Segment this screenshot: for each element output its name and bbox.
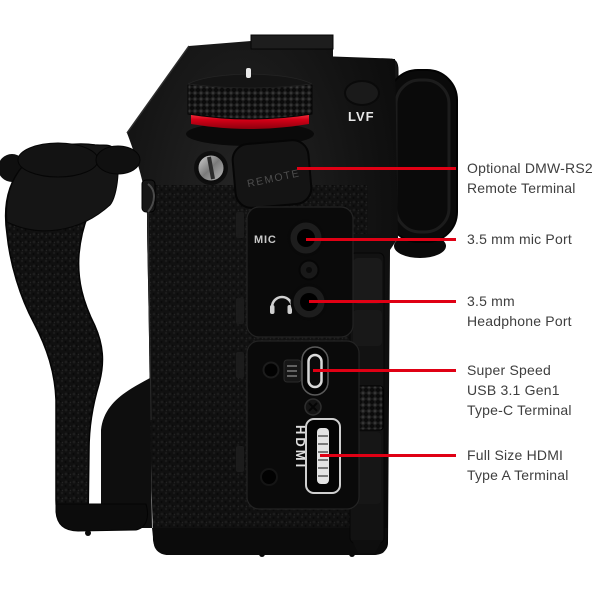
screen-mid-tab <box>353 310 382 346</box>
hinge-tab <box>236 446 244 472</box>
lvf-button-label: LVF <box>348 109 375 124</box>
callout-text-line: Type A Terminal <box>467 467 569 483</box>
hinge-tab <box>236 352 244 378</box>
hand-grip <box>0 142 156 536</box>
callout-text-line: USB 3.1 Gen1 <box>467 382 560 398</box>
callout-text-line: 3.5 mm mic Port <box>467 231 572 247</box>
callout-line-headphone <box>309 299 456 303</box>
dial-index-pin <box>246 68 251 78</box>
front-edge-highlight <box>147 209 152 421</box>
panel-screw-slot <box>308 402 318 412</box>
remote-flap-cover[interactable] <box>231 139 313 209</box>
callout-line-usb <box>313 368 456 372</box>
hdmi-pins <box>318 435 328 477</box>
callout-text-line: Full Size HDMI <box>467 447 564 463</box>
sync-socket-slot <box>207 156 215 180</box>
hinge-tab <box>236 298 244 324</box>
callout-text-line: Optional DMW-RS2 <box>467 160 593 176</box>
callout-line-hdmi <box>320 453 456 457</box>
bottom-plate <box>152 528 388 555</box>
callout-line-mic <box>306 237 456 241</box>
grip-top-bump <box>95 145 141 175</box>
port-door-hinges <box>236 212 244 472</box>
screen-upper-bump <box>353 258 382 304</box>
callout-text-line: Headphone Port <box>467 313 572 329</box>
screen-bottom-taper <box>352 540 382 553</box>
remote-terminal-flap[interactable]: REMOTE <box>231 139 313 209</box>
callout-line-remote <box>297 166 456 170</box>
callout-label-remote: Optional DMW-RS2 Remote Terminal <box>467 158 593 198</box>
callout-label-usb: Super Speed USB 3.1 Gen1 Type-C Terminal <box>467 360 572 420</box>
grip-base <box>55 503 149 532</box>
digital-port-panel: HDMI <box>246 340 360 510</box>
mic-label: MIC <box>254 234 277 246</box>
panel-center-dot <box>306 267 312 273</box>
grip-base-nub <box>85 530 91 536</box>
audio-port-panel: MIC <box>246 206 354 338</box>
strap-ring <box>147 183 155 213</box>
callout-text-line: Super Speed <box>467 362 551 378</box>
front-lower-body <box>101 378 152 528</box>
bottom-foot <box>349 551 355 557</box>
callout-label-mic: 3.5 mm mic Port <box>467 229 572 249</box>
callout-label-headphone: 3.5 mm Headphone Port <box>467 291 572 331</box>
hdmi-label: HDMI <box>293 425 308 470</box>
screen-lower-tab <box>353 432 381 504</box>
panel-lower-hole <box>260 468 278 486</box>
headphone-icon-earpad <box>287 305 292 314</box>
panel-hole <box>262 361 280 379</box>
callout-label-hdmi: Full Size HDMI Type A Terminal <box>467 445 569 485</box>
dial-knurled-drum[interactable] <box>187 83 313 120</box>
dial-top-rim <box>186 73 314 89</box>
shutter-mound <box>17 142 99 178</box>
lvf-control: LVF <box>344 80 380 124</box>
pentaprism-edge-highlight <box>126 45 190 134</box>
bottom-foot <box>259 551 265 557</box>
sync-socket <box>194 151 228 185</box>
mode-dial[interactable] <box>186 68 314 146</box>
hot-shoe <box>250 34 334 50</box>
lvf-button[interactable] <box>344 80 380 106</box>
headphone-icon-earpad <box>270 305 275 314</box>
callout-text-line: Type-C Terminal <box>467 402 572 418</box>
hinge-tab <box>236 212 244 238</box>
callout-text-line: 3.5 mm <box>467 293 515 309</box>
callout-text-line: Remote Terminal <box>467 180 576 196</box>
